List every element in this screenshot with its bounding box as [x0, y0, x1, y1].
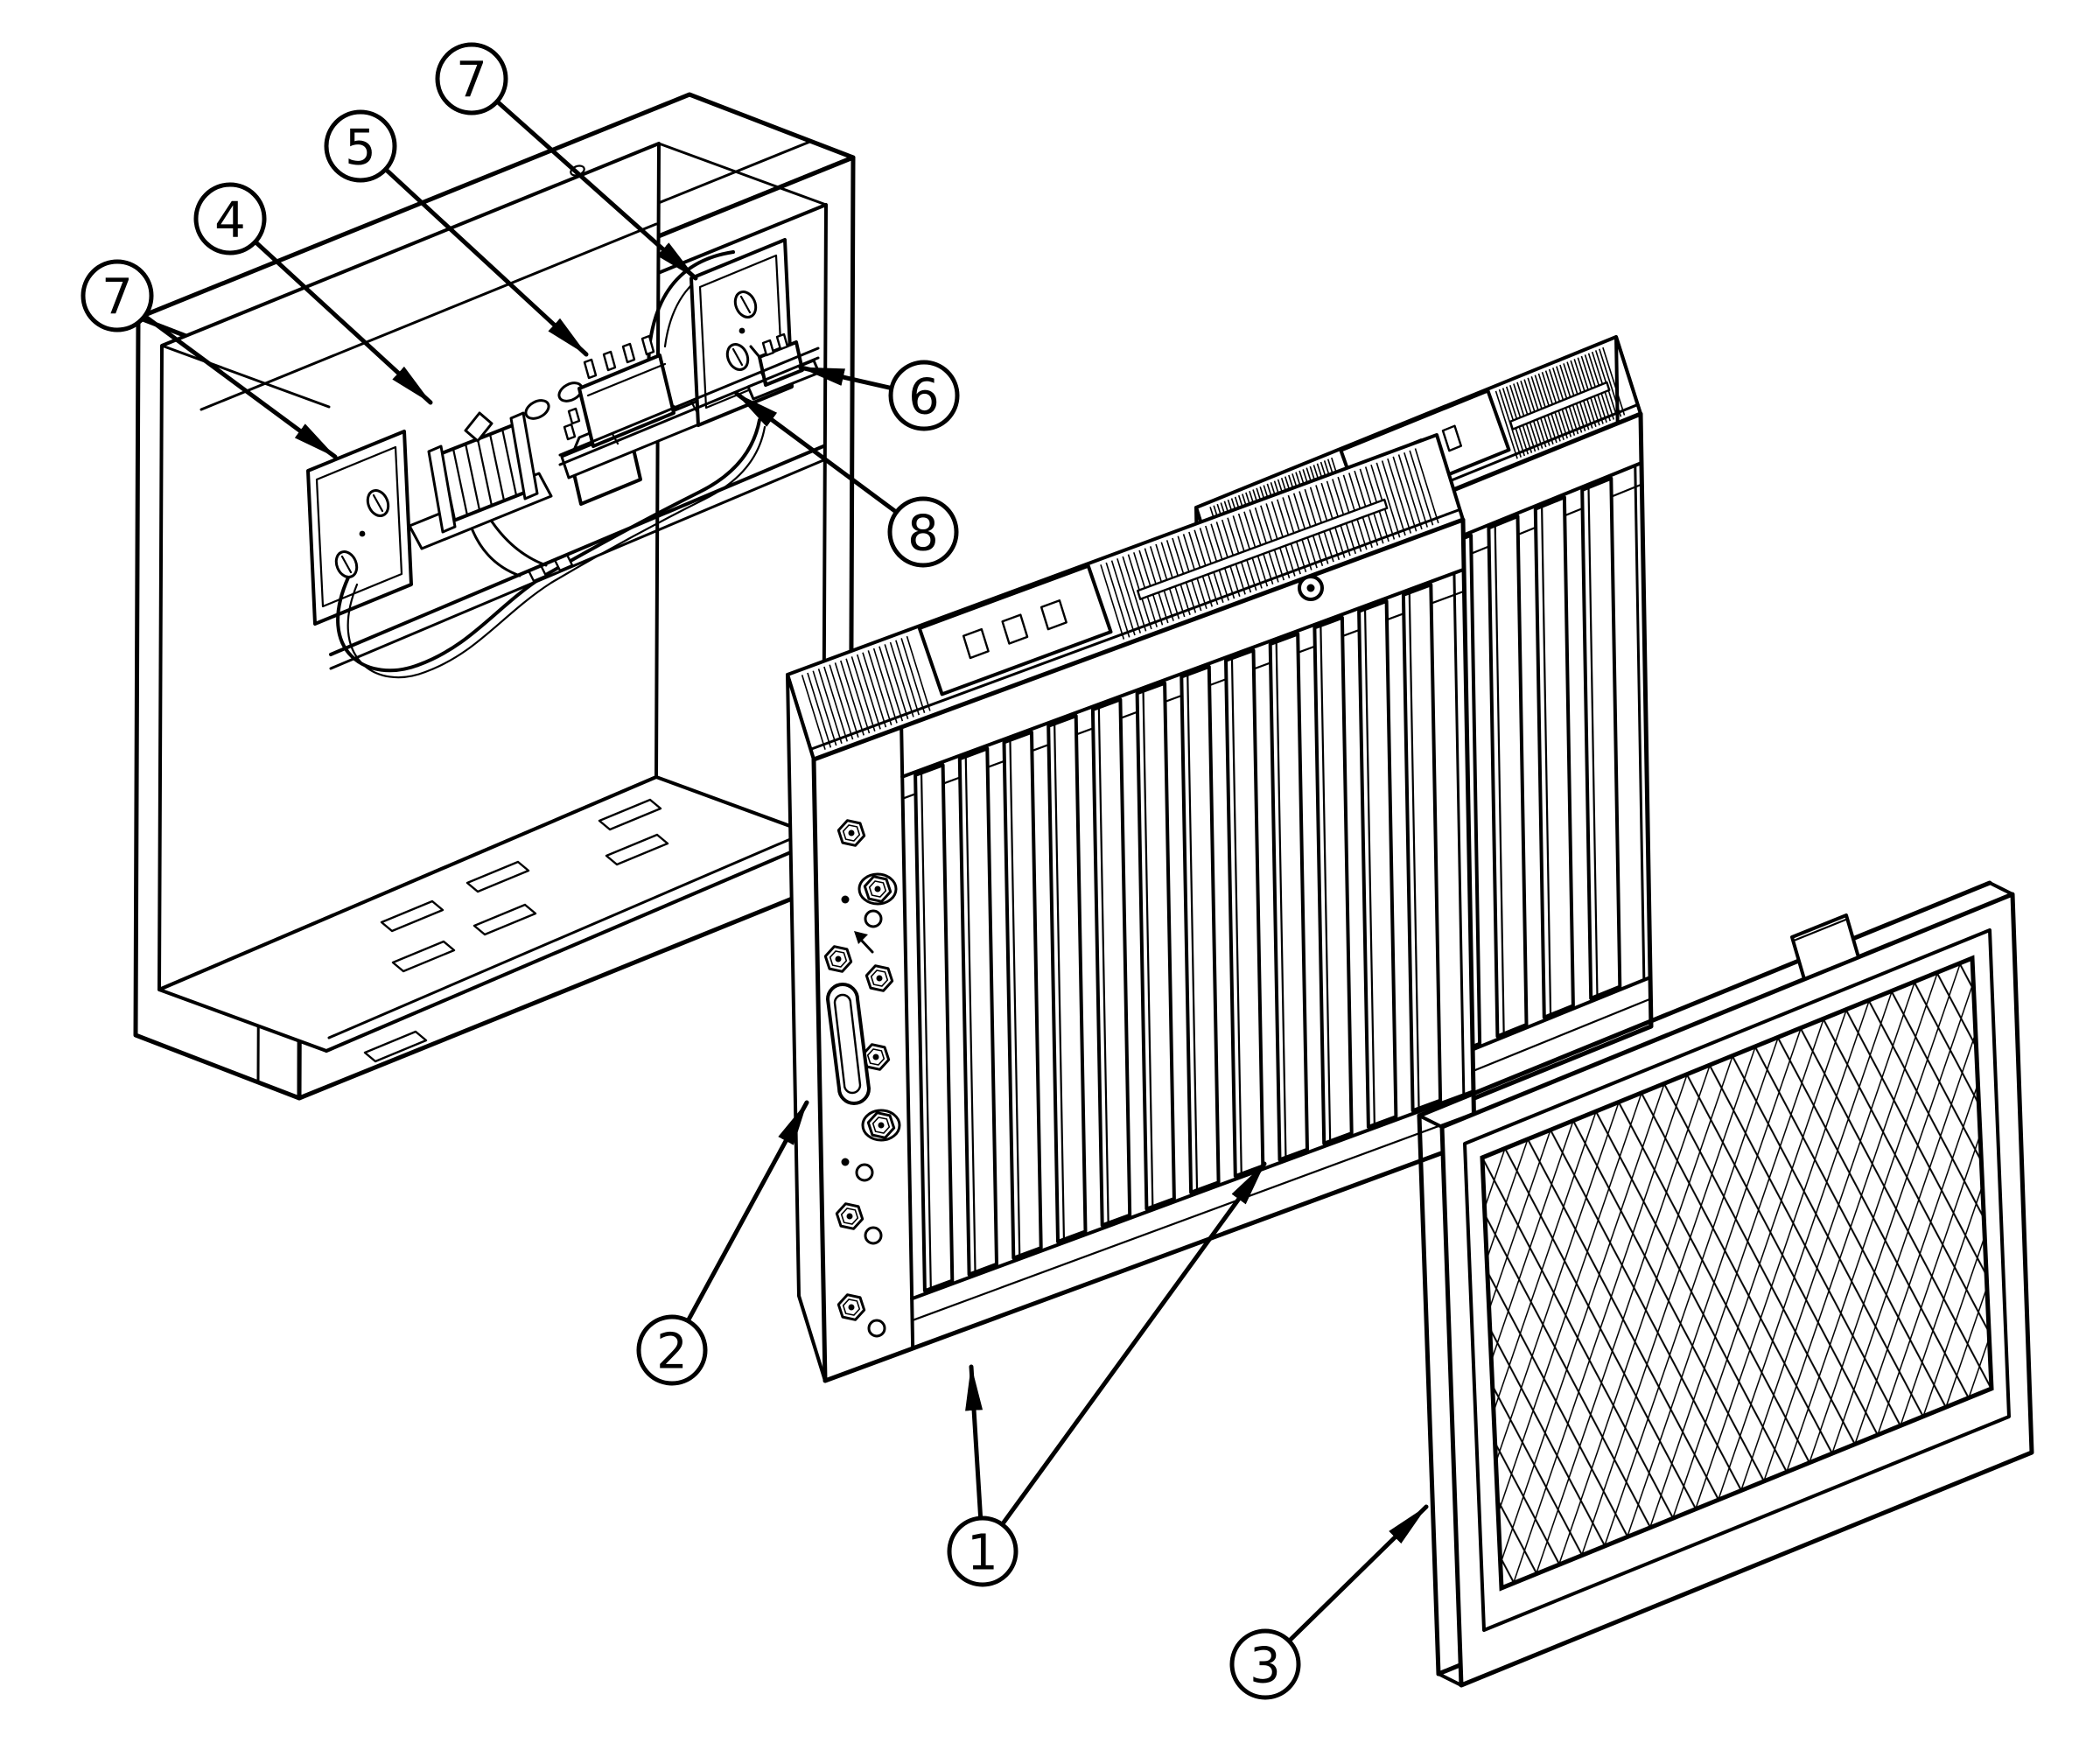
callout-7-left: 7: [80, 259, 154, 332]
airflow-arrow-icon: [854, 931, 874, 954]
leader-lines: [115, 76, 1429, 1667]
callout-8: 8: [887, 496, 959, 568]
callout-annotations: 7 5 4 7 6 8 2 1 3: [80, 42, 1429, 1700]
callout-label: 2: [656, 1324, 688, 1381]
callout-4: 4: [193, 182, 267, 256]
callout-label: 5: [345, 120, 376, 177]
callout-2: 2: [636, 1314, 708, 1386]
receptacle-plate-left: [306, 430, 413, 626]
collection-cell-front: [786, 433, 1477, 1383]
filter-pull-tab: [1790, 914, 1860, 981]
callout-5: 5: [324, 109, 397, 183]
pre-filter: [1417, 880, 2034, 1688]
bus-bar: [558, 346, 820, 466]
callout-7-upper: 7: [435, 42, 508, 116]
callout-label: 1: [967, 1525, 998, 1582]
callout-label: 7: [102, 270, 133, 326]
cabinet-sill-slot: [363, 1030, 428, 1063]
cell-handle: [826, 983, 871, 1105]
cell-junction-knob: [1298, 575, 1324, 601]
callout-6: 6: [888, 360, 960, 431]
callout-label: 7: [456, 52, 487, 109]
callout-label: 8: [907, 506, 939, 563]
cell-fastener-panel: [823, 819, 901, 1338]
callout-3: 3: [1229, 1628, 1301, 1700]
transformer: [408, 411, 574, 583]
cabinet: [133, 92, 856, 1101]
filter-mesh: [1480, 955, 1994, 1592]
callout-label: 4: [214, 192, 246, 249]
cabinet-floor-slots: [380, 798, 669, 973]
callout-label: 3: [1250, 1638, 1281, 1695]
callout-label: 6: [908, 369, 940, 426]
shelf-front-edge: [329, 444, 825, 656]
callout-1: 1: [947, 1516, 1018, 1587]
